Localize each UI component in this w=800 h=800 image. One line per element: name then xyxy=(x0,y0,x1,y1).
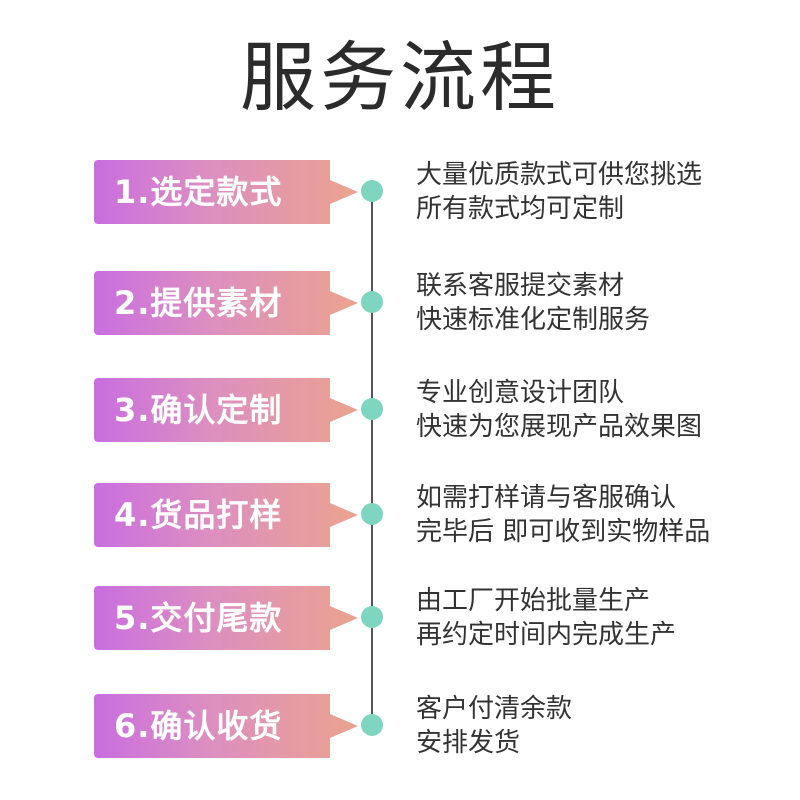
step-4-dot xyxy=(361,503,383,525)
step-3-desc-line-1: 专业创意设计团队 xyxy=(416,378,625,408)
step-2-desc-line-1: 联系客服提交素材 xyxy=(416,271,625,301)
step-5-dot xyxy=(361,606,383,628)
step-6-badge: 6.确认收货 xyxy=(94,694,358,758)
step-2-dot xyxy=(361,291,383,313)
step-6-desc-line-2: 安排发货 xyxy=(416,728,521,758)
step-4-label: 4.货品打样 xyxy=(114,496,283,534)
step-6: 6.确认收货 客户付清余款 安排发货 xyxy=(0,694,800,758)
step-6-description: 客户付清余款 安排发货 xyxy=(416,692,796,760)
step-2-badge: 2.提供素材 xyxy=(94,271,358,335)
step-6-label: 6.确认收货 xyxy=(114,707,283,745)
step-6-dot xyxy=(361,714,383,736)
step-2-description: 联系客服提交素材 快速标准化定制服务 xyxy=(416,269,796,337)
step-2-desc-line-2: 快速标准化定制服务 xyxy=(416,305,651,335)
step-3-dot xyxy=(361,398,383,420)
step-3: 3.确认定制 专业创意设计团队 快速为您展现产品效果图 xyxy=(0,378,800,442)
step-5-description: 由工厂开始批量生产 再约定时间内完成生产 xyxy=(416,584,796,652)
step-1-desc-line-2: 所有款式均可定制 xyxy=(416,194,625,224)
step-1-badge: 1.选定款式 xyxy=(94,160,358,224)
step-1-desc-line-1: 大量优质款式可供您挑选 xyxy=(416,160,703,190)
step-5-label: 5.交付尾款 xyxy=(114,599,283,637)
step-3-desc-line-2: 快速为您展现产品效果图 xyxy=(416,412,703,442)
step-1-dot xyxy=(361,180,383,202)
step-4: 4.货品打样 如需打样请与客服确认 完毕后 即可收到实物样品 xyxy=(0,483,800,547)
page-title: 服务流程 xyxy=(240,33,560,122)
step-1: 1.选定款式 大量优质款式可供您挑选 所有款式均可定制 xyxy=(0,160,800,224)
step-3-description: 专业创意设计团队 快速为您展现产品效果图 xyxy=(416,376,796,444)
step-6-desc-line-1: 客户付清余款 xyxy=(416,694,573,724)
step-5-badge: 5.交付尾款 xyxy=(94,586,358,650)
timeline-line xyxy=(371,190,373,730)
step-3-label: 3.确认定制 xyxy=(114,391,283,429)
step-4-description: 如需打样请与客服确认 完毕后 即可收到实物样品 xyxy=(416,481,796,549)
step-4-desc-line-1: 如需打样请与客服确认 xyxy=(416,483,677,513)
step-5-desc-line-2: 再约定时间内完成生产 xyxy=(416,620,677,650)
step-3-badge: 3.确认定制 xyxy=(94,378,358,442)
step-2-label: 2.提供素材 xyxy=(114,284,283,322)
step-4-badge: 4.货品打样 xyxy=(94,483,358,547)
step-5-desc-line-1: 由工厂开始批量生产 xyxy=(416,586,651,616)
step-2: 2.提供素材 联系客服提交素材 快速标准化定制服务 xyxy=(0,271,800,335)
step-5: 5.交付尾款 由工厂开始批量生产 再约定时间内完成生产 xyxy=(0,586,800,650)
step-1-description: 大量优质款式可供您挑选 所有款式均可定制 xyxy=(416,158,796,226)
step-4-desc-line-2: 完毕后 即可收到实物样品 xyxy=(416,517,711,547)
step-1-label: 1.选定款式 xyxy=(114,173,283,211)
